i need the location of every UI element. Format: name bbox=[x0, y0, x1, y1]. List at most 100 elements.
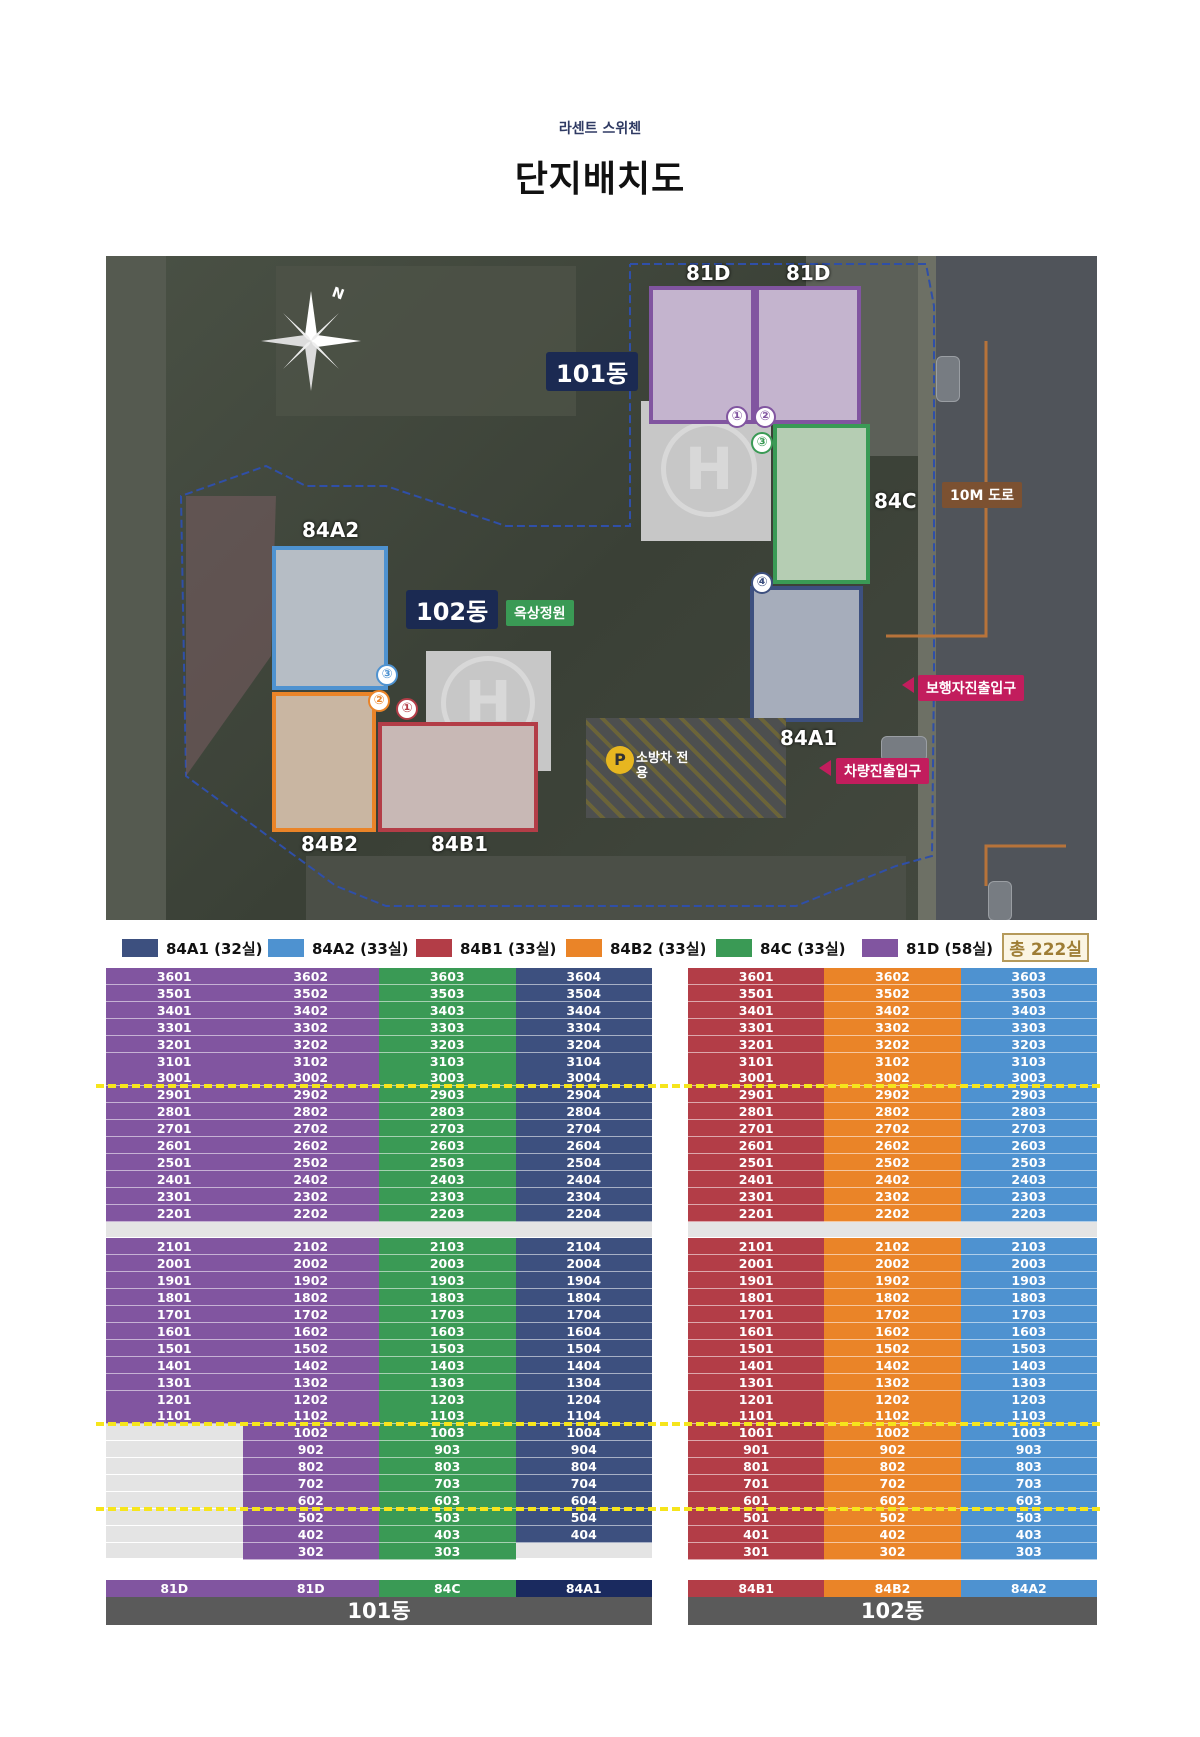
legend-label: 84A2 (33실) bbox=[312, 939, 409, 958]
unit-cell: 1601 bbox=[688, 1322, 825, 1340]
unit-cell: 2303 bbox=[960, 1187, 1097, 1205]
car bbox=[936, 356, 960, 402]
unit-cell: 2602 bbox=[242, 1137, 379, 1154]
unit-cell: 601 bbox=[688, 1491, 825, 1509]
unit-cell: 2803 bbox=[960, 1103, 1097, 1121]
unit-cell: 3404 bbox=[515, 1001, 652, 1019]
unit-cell: 302 bbox=[824, 1542, 961, 1560]
unit-cell: 1402 bbox=[824, 1356, 961, 1374]
unit-cell: 2701 bbox=[106, 1120, 243, 1138]
unit-cell: 2602 bbox=[824, 1137, 961, 1154]
empty-floor bbox=[960, 1221, 1097, 1239]
unit-cell: 3601 bbox=[106, 968, 243, 985]
unit-cell: 3002 bbox=[242, 1069, 379, 1087]
unit-cell: 1601 bbox=[106, 1322, 243, 1340]
unit-cell: 1501 bbox=[106, 1339, 243, 1357]
unit-cell: 3401 bbox=[688, 1001, 825, 1019]
unit-cell: 3302 bbox=[242, 1018, 379, 1036]
unit-cell: 1602 bbox=[824, 1322, 961, 1340]
unit-cell: 1003 bbox=[379, 1424, 516, 1442]
unit-cell: 2501 bbox=[688, 1153, 825, 1171]
legend-swatch bbox=[566, 939, 602, 957]
unit-cell: 2204 bbox=[515, 1204, 652, 1222]
legend-label: 84A1 (32실) bbox=[166, 939, 263, 958]
unit-cell: 3302 bbox=[824, 1018, 961, 1036]
unit-cell: 903 bbox=[960, 1441, 1097, 1459]
unit-cell: 1201 bbox=[688, 1390, 825, 1408]
unit-cell: 1002 bbox=[824, 1424, 961, 1442]
unit-cell: 3204 bbox=[515, 1035, 652, 1053]
unit-cell: 2304 bbox=[515, 1187, 652, 1205]
legend-item-84c: 84C (33실) bbox=[716, 936, 846, 960]
unit-cell: 1602 bbox=[242, 1322, 379, 1340]
unit-cell: 2502 bbox=[242, 1153, 379, 1171]
unit-cell: 301 bbox=[688, 1542, 825, 1560]
empty-floor bbox=[242, 1221, 379, 1239]
unit-cell: 2301 bbox=[688, 1187, 825, 1205]
no-unit-cell bbox=[106, 1508, 243, 1526]
unit-cell: 801 bbox=[688, 1458, 825, 1476]
unit-cell: 1302 bbox=[242, 1373, 379, 1391]
road bbox=[936, 256, 1097, 920]
column-type-label: 84B2 bbox=[824, 1579, 961, 1597]
unit-cell: 3502 bbox=[824, 984, 961, 1002]
unit-cell: 3101 bbox=[688, 1052, 825, 1070]
dong-101-label: 101동 bbox=[546, 352, 639, 391]
page-title: 단지배치도 bbox=[514, 159, 686, 200]
unit-cell: 1303 bbox=[379, 1373, 516, 1391]
unit-cell: 2601 bbox=[688, 1137, 825, 1154]
entrance-3-icon: ③ bbox=[751, 432, 773, 454]
unit-cell: 1401 bbox=[106, 1356, 243, 1374]
entrance-1-icon: ① bbox=[726, 406, 748, 428]
unit-cell: 1604 bbox=[515, 1322, 652, 1340]
unit-cell: 802 bbox=[242, 1458, 379, 1476]
unit-cell: 1802 bbox=[242, 1289, 379, 1307]
unit-cell: 2803 bbox=[379, 1103, 516, 1121]
unit-cell: 402 bbox=[242, 1525, 379, 1543]
floor-divider-line bbox=[96, 1084, 1100, 1089]
unit-cell: 2302 bbox=[824, 1187, 961, 1205]
unit-cell: 3504 bbox=[515, 984, 652, 1002]
unit-cell: 402 bbox=[824, 1525, 961, 1543]
unit-cell: 502 bbox=[242, 1508, 379, 1526]
unit-cell: 3604 bbox=[515, 968, 652, 985]
no-unit-cell bbox=[106, 1525, 243, 1543]
unit-cell: 1502 bbox=[824, 1339, 961, 1357]
unit-cell: 3002 bbox=[824, 1069, 961, 1087]
unit-cell: 2504 bbox=[515, 1153, 652, 1171]
label-84b1: 84B1 bbox=[431, 832, 488, 856]
legend-label: 84B1 (33실) bbox=[460, 939, 557, 958]
unit-cell: 2802 bbox=[824, 1103, 961, 1121]
unit-cell: 2102 bbox=[242, 1238, 379, 1256]
no-unit-cell bbox=[106, 1475, 243, 1492]
column-type-label: 84B1 bbox=[688, 1579, 825, 1597]
legend-swatch bbox=[268, 939, 304, 957]
legend-swatch bbox=[416, 939, 452, 957]
unit-cell: 902 bbox=[824, 1441, 961, 1459]
unit-cell: 2703 bbox=[379, 1120, 516, 1138]
unit-cell: 2702 bbox=[824, 1120, 961, 1138]
unit-cell: 2001 bbox=[106, 1255, 243, 1273]
label-84b2: 84B2 bbox=[301, 832, 358, 856]
empty-floor bbox=[515, 1221, 652, 1239]
dong-102-label: 102동 bbox=[406, 590, 499, 629]
legend-swatch bbox=[122, 939, 158, 957]
unit-cell: 901 bbox=[688, 1441, 825, 1459]
unit-cell: 2004 bbox=[515, 1255, 652, 1273]
unit-cell: 3203 bbox=[960, 1035, 1097, 1053]
roof-garden-label: 옥상정원 bbox=[506, 600, 574, 626]
unit-cell: 502 bbox=[824, 1508, 961, 1526]
empty-floor bbox=[688, 1221, 825, 1239]
unit-cell: 1503 bbox=[960, 1339, 1097, 1357]
unit-cell: 3501 bbox=[106, 984, 243, 1002]
block-84a2 bbox=[272, 546, 388, 690]
unit-cell: 1903 bbox=[960, 1272, 1097, 1290]
unit-cell: 2101 bbox=[106, 1238, 243, 1256]
unit-cell: 303 bbox=[379, 1542, 516, 1560]
no-unit-cell bbox=[106, 1424, 243, 1442]
legend-swatch bbox=[716, 939, 752, 957]
unit-cell: 1703 bbox=[960, 1306, 1097, 1323]
unit-cell: 2901 bbox=[106, 1086, 243, 1104]
helipad-101: H bbox=[661, 421, 757, 517]
unit-cell: 3303 bbox=[960, 1018, 1097, 1036]
